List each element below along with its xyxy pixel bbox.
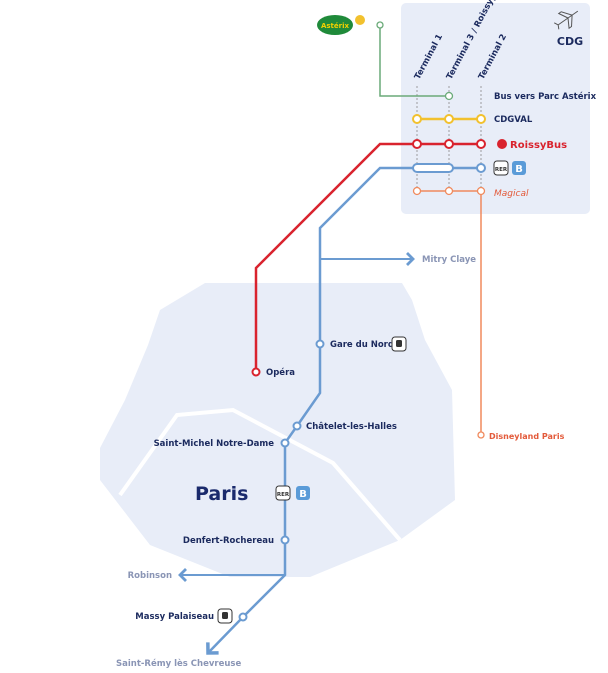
roissybus-line: [254, 142, 481, 372]
asterix-bus-label: Bus vers Parc Astérix: [494, 91, 597, 102]
city-label: Paris: [195, 483, 248, 505]
train-icon: [217, 608, 233, 624]
seine-river: [118, 407, 402, 542]
station-denfert: Denfert-Rochereau: [183, 536, 274, 546]
cdgval-label: CDGVAL: [494, 115, 533, 125]
asterix-logo: Astérix: [317, 15, 365, 35]
station-massy: Massy Palaiseau: [135, 612, 214, 622]
magical-logo: Magical: [494, 189, 529, 199]
station-mitry: Mitry Claye: [422, 255, 476, 265]
svg-text:RER: RER: [277, 492, 290, 498]
station-saint-remy: Saint-Rémy lès Chevreuse: [116, 658, 241, 669]
roissybus-label: RoissyBus: [510, 140, 567, 151]
station-robinson: Robinson: [128, 571, 172, 581]
disneyland-logo: Disneyland Paris: [489, 432, 565, 441]
station-saint-michel: Saint-Michel Notre-Dame: [154, 439, 275, 449]
train-icon: [391, 336, 407, 352]
station-gare-du-nord: Gare du Nord: [330, 340, 394, 350]
roissybus-icon: [497, 139, 507, 149]
svg-text:Astérix: Astérix: [321, 22, 350, 30]
plane-icon: [553, 10, 579, 30]
asterix-bus-line: [379, 25, 449, 97]
station-opera: Opéra: [266, 367, 295, 378]
paris-area: [100, 283, 455, 577]
rer-badge-paris: RER B: [275, 485, 310, 501]
rer-badge-cdg: RER B: [493, 160, 526, 176]
station-chatelet: Châtelet-les-Halles: [306, 422, 397, 432]
cdg-label: CDG: [557, 35, 583, 48]
svg-text:B: B: [299, 489, 307, 500]
cdg-box: [401, 3, 590, 214]
svg-text:B: B: [515, 164, 523, 175]
svg-text:RER: RER: [495, 167, 508, 173]
